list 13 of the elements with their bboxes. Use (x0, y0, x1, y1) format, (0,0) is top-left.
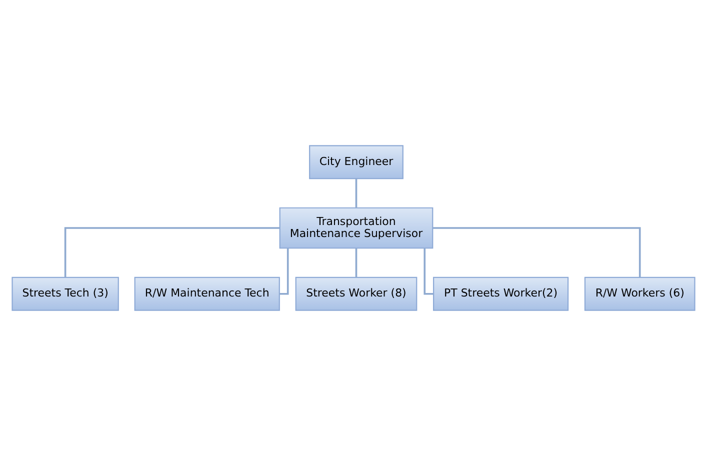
connector (280, 248, 289, 295)
connector (424, 248, 434, 295)
node-box: PT Streets Worker(2) (433, 276, 569, 311)
node-box: Transportation Maintenance Supervisor (279, 207, 434, 249)
node-box: Streets Tech (3) (12, 276, 119, 311)
connector (355, 248, 358, 278)
connector (433, 227, 641, 278)
node-box: City Engineer (309, 145, 404, 180)
node-box: R/W Workers (6) (584, 276, 696, 311)
connector (355, 178, 358, 208)
connector (64, 227, 280, 278)
node-box: R/W Maintenance Tech (134, 276, 280, 311)
node-box: Streets Worker (8) (295, 276, 418, 311)
